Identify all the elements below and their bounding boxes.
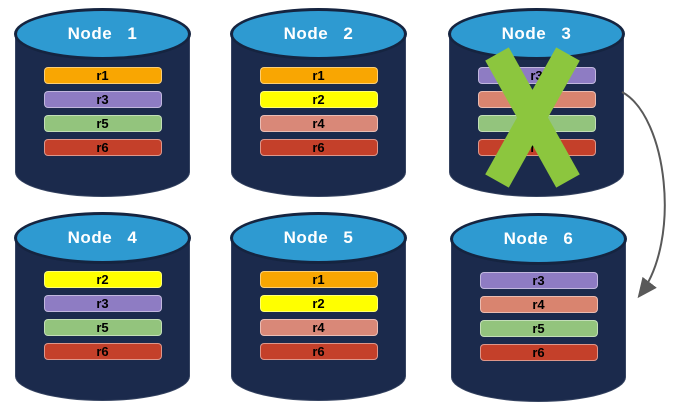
replica-bar: r3	[479, 272, 598, 289]
replica-list: r1 r2 r4 r6	[230, 271, 407, 360]
node-5-cylinder: Node 5 r1 r2 r4 r6	[230, 212, 407, 401]
replica-label: r5	[530, 116, 543, 131]
node-3-cylinder: Node 3 r3 r4 r5 r6	[448, 8, 625, 197]
node-title: Node 6	[503, 229, 574, 248]
replica-label: r6	[96, 140, 109, 155]
cylinder-top: Node 6	[450, 213, 627, 265]
node-1-cylinder: Node 1 r1 r3 r5 r6	[14, 8, 191, 197]
node-2-cylinder: Node 2 r1 r2 r4 r6	[230, 8, 407, 197]
replica-bar: r2	[259, 91, 378, 108]
node-title: Node 3	[501, 24, 572, 43]
replica-label: r2	[312, 92, 325, 107]
replica-label: r5	[532, 321, 545, 336]
replica-bar: r1	[259, 67, 378, 84]
replica-label: r6	[530, 140, 543, 155]
replica-label: r1	[312, 68, 325, 83]
replica-label: r3	[96, 92, 109, 107]
replica-bar: r3	[43, 91, 162, 108]
replica-label: r6	[96, 344, 109, 359]
replica-label: r4	[530, 92, 543, 107]
replica-label: r5	[96, 116, 109, 131]
replica-list: r2 r3 r5 r6	[14, 271, 191, 360]
replica-bar: r2	[43, 271, 162, 288]
replica-bar: r5	[43, 115, 162, 132]
replica-bar: r5	[43, 319, 162, 336]
replica-label: r2	[96, 272, 109, 287]
replica-bar: r6	[43, 343, 162, 360]
replica-label: r2	[312, 296, 325, 311]
replica-bar: r6	[43, 139, 162, 156]
cylinder-top: Node 3	[448, 8, 625, 60]
replica-bar: r4	[259, 115, 378, 132]
replica-bar: r6	[259, 139, 378, 156]
replica-bar: r1	[43, 67, 162, 84]
node-title: Node 1	[67, 24, 138, 43]
replica-label: r3	[530, 68, 543, 83]
replica-list: r1 r3 r5 r6	[14, 67, 191, 156]
cylinder-top: Node 2	[230, 8, 407, 60]
replica-bar: r6	[477, 139, 596, 156]
replica-label: r5	[96, 320, 109, 335]
replica-bar: r4	[477, 91, 596, 108]
cylinder-top: Node 4	[14, 212, 191, 264]
replica-label: r6	[532, 345, 545, 360]
replica-label: r6	[312, 344, 325, 359]
replica-bar: r6	[479, 344, 598, 361]
cylinder-top: Node 5	[230, 212, 407, 264]
node-title: Node 4	[67, 228, 138, 247]
replica-label: r1	[312, 272, 325, 287]
replica-label: r4	[532, 297, 545, 312]
replica-bar: r5	[477, 115, 596, 132]
node-title: Node 2	[283, 24, 354, 43]
replica-bar: r1	[259, 271, 378, 288]
replica-list: r3 r4 r5 r6	[448, 67, 625, 156]
replica-label: r4	[312, 116, 325, 131]
node-title: Node 5	[283, 228, 354, 247]
replica-bar: r5	[479, 320, 598, 337]
cylinder-top: Node 1	[14, 8, 191, 60]
replica-label: r4	[312, 320, 325, 335]
replica-label: r3	[532, 273, 545, 288]
replica-label: r3	[96, 296, 109, 311]
replica-bar: r4	[259, 319, 378, 336]
node-6-cylinder: Node 6 r3 r4 r5 r6	[450, 213, 627, 402]
replica-bar: r3	[477, 67, 596, 84]
replica-bar: r4	[479, 296, 598, 313]
node-4-cylinder: Node 4 r2 r3 r5 r6	[14, 212, 191, 401]
replica-list: r1 r2 r4 r6	[230, 67, 407, 156]
replica-bar: r2	[259, 295, 378, 312]
replica-bar: r6	[259, 343, 378, 360]
replica-label: r1	[96, 68, 109, 83]
replica-list: r3 r4 r5 r6	[450, 272, 627, 361]
replica-label: r6	[312, 140, 325, 155]
replica-bar: r3	[43, 295, 162, 312]
